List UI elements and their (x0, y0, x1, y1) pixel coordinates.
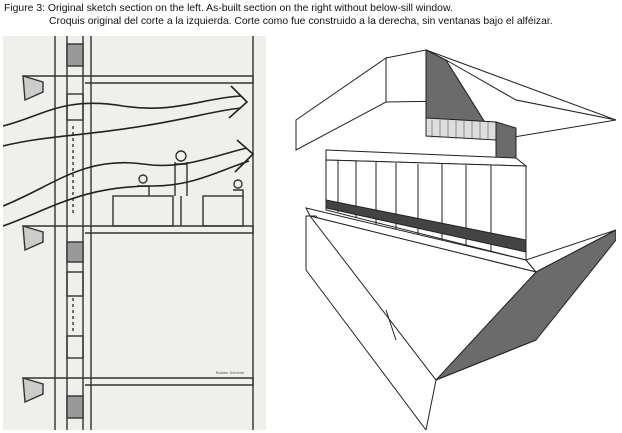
sketch-section-image: Builder Scheme (3, 36, 266, 430)
sketch-signature: Builder Scheme (216, 370, 245, 375)
as-built-drawing (295, 49, 616, 430)
as-built-section-image (286, 40, 616, 430)
canopy-front-face (295, 57, 387, 151)
lower-wall (305, 215, 437, 430)
caption-spanish: Croquis original del corte a la izquierd… (49, 16, 553, 27)
sketch-drawing: Builder Scheme (3, 36, 266, 430)
floor-shadow (435, 229, 616, 381)
caption-english: Figure 3: Original sketch section on the… (4, 3, 453, 14)
figure-caption: Figure 3: Original sketch section on the… (4, 2, 618, 28)
